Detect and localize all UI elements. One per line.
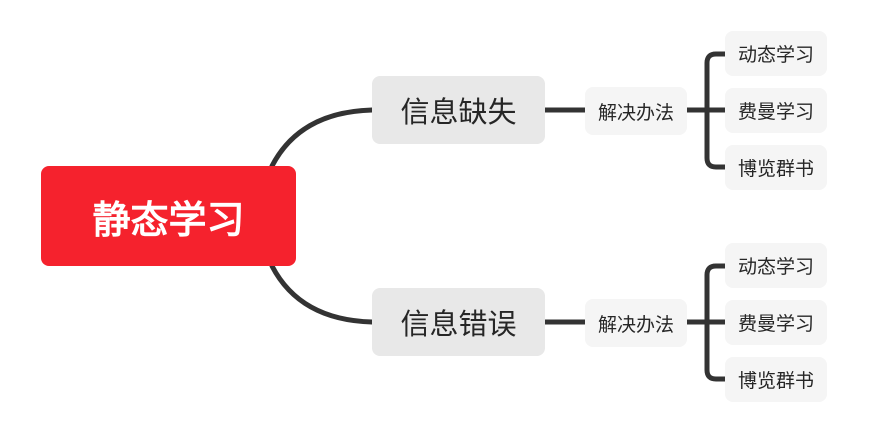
method-topic-1[interactable]: 解决办法: [585, 87, 687, 135]
root-topic[interactable]: 静态学习: [41, 166, 296, 266]
method-topic-2[interactable]: 解决办法: [585, 299, 687, 347]
leaf-topic-2-1[interactable]: 动态学习: [725, 243, 827, 288]
leaf-topic-2-3[interactable]: 博览群书: [725, 357, 827, 402]
leaf-topic-2-2[interactable]: 费曼学习: [725, 300, 827, 345]
leaf-topic-1-1[interactable]: 动态学习: [725, 31, 827, 76]
leaf-topic-1-2[interactable]: 费曼学习: [725, 88, 827, 133]
leaf-topic-1-3[interactable]: 博览群书: [725, 145, 827, 190]
connector-root-to-branch-2: [269, 263, 375, 325]
branch-topic-info-missing[interactable]: 信息缺失: [372, 76, 545, 144]
connector-root-to-branch-1: [269, 107, 375, 169]
branch-topic-info-wrong[interactable]: 信息错误: [372, 288, 545, 356]
